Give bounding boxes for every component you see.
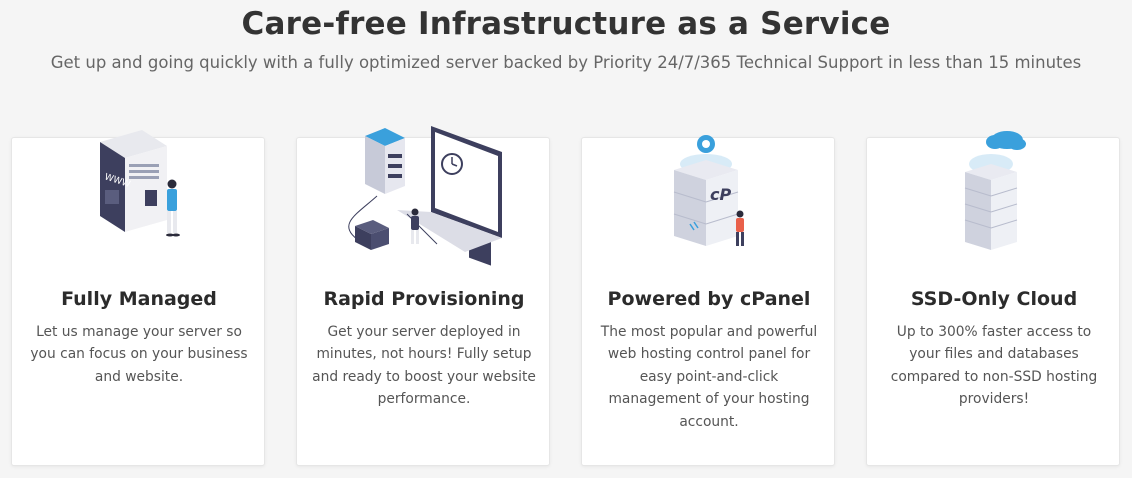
card-title: Rapid Provisioning bbox=[323, 288, 525, 310]
feature-card-fully-managed: WWW Fully Managed Let us manage your ser… bbox=[11, 130, 265, 466]
card-description: The most popular and powerful web hostin… bbox=[600, 324, 818, 430]
feature-card-powered-by-cpanel: cP Powered by cPanel The most popular an… bbox=[581, 135, 835, 466]
cpanel-logo-label: cP bbox=[710, 185, 731, 204]
card-description: Get your server deployed in minutes, not… bbox=[312, 324, 536, 408]
feature-card-ssd-only-cloud: SSD-Only Cloud Up to 300% faster access … bbox=[866, 131, 1120, 466]
cpanel-server-stack-icon: cP bbox=[673, 135, 744, 246]
card-description: Up to 300% faster access to your files a… bbox=[890, 324, 1098, 408]
page-subtitle: Get up and going quickly with a fully op… bbox=[50, 53, 1082, 72]
server-rack-with-person-icon: WWW bbox=[100, 130, 180, 237]
page-title: Care-free Infrastructure as a Service bbox=[241, 6, 891, 42]
ssd-cloud-stack-icon bbox=[964, 131, 1026, 250]
card-title: Fully Managed bbox=[61, 288, 217, 310]
card-description: Let us manage your server so you can foc… bbox=[30, 324, 248, 385]
feature-card-rapid-provisioning: Rapid Provisioning Get your server deplo… bbox=[296, 126, 550, 466]
card-title: SSD-Only Cloud bbox=[910, 288, 1078, 310]
card-title: Powered by cPanel bbox=[607, 288, 811, 310]
laptop-deployment-icon bbox=[348, 126, 502, 266]
